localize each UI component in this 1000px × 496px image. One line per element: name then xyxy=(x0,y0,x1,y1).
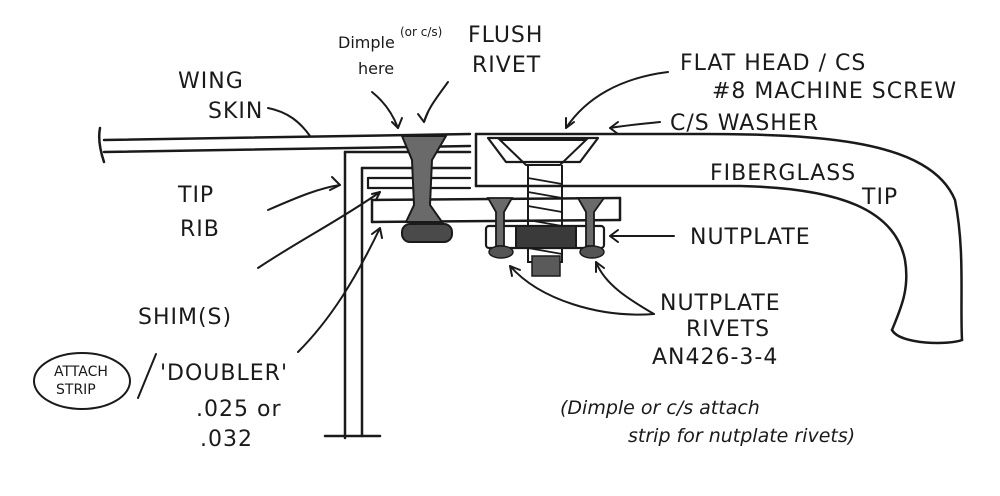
svg-text:STRIP: STRIP xyxy=(56,382,96,398)
label-attach-strip: ATTACH STRIP xyxy=(33,352,157,410)
label-tip-rib: TIP RIB xyxy=(177,183,220,242)
svg-text:#8 MACHINE SCREW: #8 MACHINE SCREW xyxy=(712,79,957,104)
nutplate xyxy=(484,224,606,250)
label-wing-skin: WING SKIN xyxy=(178,69,263,124)
svg-text:FLAT HEAD / CS: FLAT HEAD / CS xyxy=(680,51,866,76)
svg-text:WING: WING xyxy=(178,69,244,94)
flush-rivet xyxy=(400,135,453,243)
label-shims: SHIM(S) xyxy=(138,305,232,330)
svg-text:here: here xyxy=(358,59,394,78)
label-flush-rivet: FLUSH RIVET xyxy=(468,23,543,78)
label-dimple-note: Dimple (or c/s) here xyxy=(338,25,442,78)
leader-arrows xyxy=(257,71,675,353)
machine-screw xyxy=(497,139,589,277)
svg-text:AN426-3-4: AN426-3-4 xyxy=(652,345,778,370)
svg-text:.025 or: .025 or xyxy=(196,397,281,422)
svg-text:(or c/s): (or c/s) xyxy=(400,25,442,39)
svg-text:RIVETS: RIVETS xyxy=(686,317,770,342)
svg-text:FLUSH: FLUSH xyxy=(468,23,543,48)
label-fiberglass-tip: FIBERGLASS TIP xyxy=(710,161,898,210)
cs-washer xyxy=(486,136,600,164)
svg-text:SKIN: SKIN xyxy=(208,99,263,124)
svg-text:RIVET: RIVET xyxy=(472,53,541,78)
label-flat-head-screw: FLAT HEAD / CS #8 MACHINE SCREW xyxy=(680,51,957,104)
svg-text:FIBERGLASS: FIBERGLASS xyxy=(710,161,856,186)
label-nutplate-rivets: NUTPLATE RIVETS AN426-3-4 xyxy=(652,291,781,370)
svg-text:strip for nutplate rivets): strip for nutplate rivets) xyxy=(628,425,855,447)
tip-rib xyxy=(323,150,472,440)
svg-text:ATTACH: ATTACH xyxy=(54,364,108,380)
svg-text:.032: .032 xyxy=(200,427,253,452)
fiberglass-tip xyxy=(474,132,964,345)
svg-text:Dimple: Dimple xyxy=(338,33,395,52)
svg-text:(Dimple or c/s attach: (Dimple or c/s attach xyxy=(560,397,760,419)
svg-text:TIP: TIP xyxy=(177,183,214,208)
svg-text:NUTPLATE: NUTPLATE xyxy=(660,291,781,316)
label-bottom-note: (Dimple or c/s attach strip for nutplate… xyxy=(560,397,855,447)
label-doubler: 'DOUBLER' .025 or .032 xyxy=(160,361,288,452)
svg-text:RIB: RIB xyxy=(180,217,220,242)
label-cs-washer: C/S WASHER xyxy=(670,111,819,136)
nutplate-rivets xyxy=(486,197,606,259)
svg-text:TIP: TIP xyxy=(861,185,898,210)
label-nutplate: NUTPLATE xyxy=(690,225,811,250)
svg-text:'DOUBLER': 'DOUBLER' xyxy=(160,361,288,386)
